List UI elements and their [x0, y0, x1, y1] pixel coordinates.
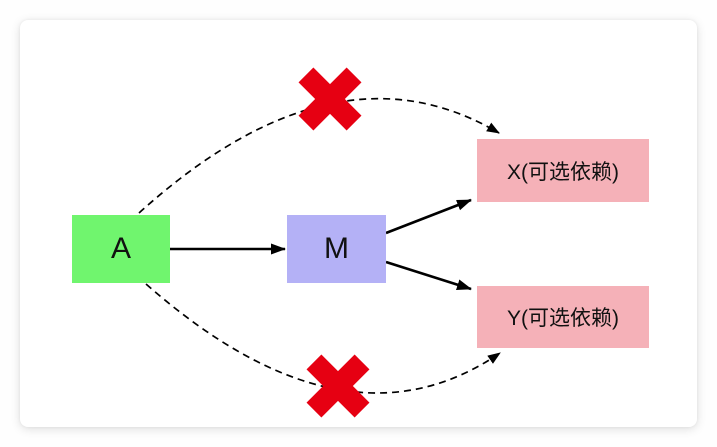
node-M-label: M: [324, 232, 349, 265]
edge-M-Y: [385, 260, 472, 291]
node-M: M: [287, 215, 386, 283]
node-A: A: [72, 215, 170, 283]
blocked-cross-top-icon: [298, 67, 362, 131]
node-Y-label: Y(可选依赖): [507, 307, 619, 330]
node-Y-optional-dependency: Y(可选依赖): [477, 286, 649, 348]
node-A-label: A: [110, 232, 131, 265]
edge-M-X: [385, 198, 472, 235]
blocked-cross-bottom-icon: [306, 354, 370, 418]
node-X-optional-dependency: X(可选依赖): [477, 139, 649, 202]
node-X-label: X(可选依赖): [507, 160, 619, 184]
